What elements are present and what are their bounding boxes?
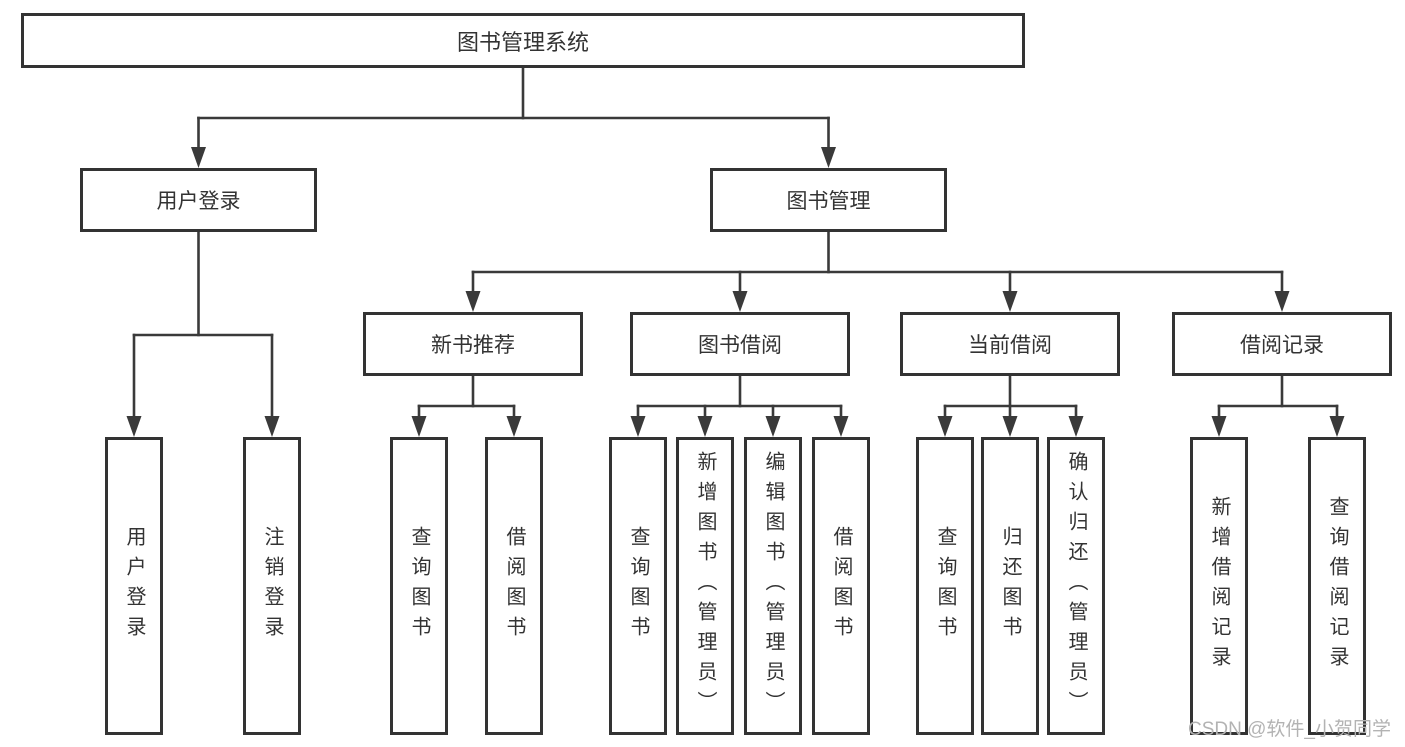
leaf-label: 查询图书 [408, 526, 430, 646]
leaf-query-books-recommend: 查询图书 [390, 437, 448, 735]
leaf-add-borrow-record: 新增借阅记录 [1190, 437, 1248, 735]
arrowheads-borrow-records-group [1211, 416, 1345, 437]
leaf-user-login: 用户登录 [105, 437, 163, 735]
arrowheads-level2 [191, 147, 836, 168]
leaf-label: 编辑图书（管理员） [762, 451, 784, 721]
arrowheads-user-login-leaves [126, 416, 280, 437]
leaf-query-books-current: 查询图书 [916, 437, 974, 735]
arrowheads-book-borrow-group [630, 416, 849, 437]
leaf-label: 查询借阅记录 [1326, 496, 1348, 676]
connector-borrow-records-group [1217, 374, 1339, 422]
leaf-label: 注销登录 [261, 526, 283, 646]
arrowheads-current-borrow-group [937, 416, 1084, 437]
node-book-borrowing: 图书借阅 [630, 312, 850, 376]
leaf-label: 新增借阅记录 [1208, 496, 1230, 676]
leaf-return-books: 归还图书 [981, 437, 1039, 735]
leaf-add-books-admin: 新增图书（管理员） [676, 437, 734, 735]
leaf-label: 用户登录 [123, 526, 145, 646]
node-book-management: 图书管理 [710, 168, 947, 232]
node-user-login: 用户登录 [80, 168, 317, 232]
watermark: CSDN @软件_小贺同学 [1188, 719, 1391, 740]
connector-user-login-to-leaves [132, 230, 274, 422]
leaf-query-borrow-record: 查询借阅记录 [1308, 437, 1366, 735]
connector-current-borrow-group [943, 374, 1078, 422]
node-current-borrowing: 当前借阅 [900, 312, 1120, 376]
connector-root-to-level2 [197, 66, 830, 152]
connector-book-mgmt-to-level3 [471, 230, 1284, 297]
leaf-edit-books-admin: 编辑图书（管理员） [744, 437, 802, 735]
leaf-label: 借阅图书 [503, 526, 525, 646]
leaf-label: 归还图书 [999, 526, 1021, 646]
node-new-book-recommendation: 新书推荐 [363, 312, 583, 376]
leaf-label: 查询图书 [627, 526, 649, 646]
leaf-label: 借阅图书 [830, 526, 852, 646]
leaf-label: 新增图书（管理员） [694, 451, 716, 721]
leaf-logout-login: 注销登录 [243, 437, 301, 735]
connector-book-borrow-group [636, 374, 843, 422]
arrowheads-level3 [465, 291, 1290, 312]
leaf-borrow-books-recommend: 借阅图书 [485, 437, 543, 735]
leaf-confirm-return-admin: 确认归还（管理员） [1047, 437, 1105, 735]
leaf-label: 确认归还（管理员） [1065, 451, 1087, 721]
leaf-label: 查询图书 [934, 526, 956, 646]
node-borrowing-records: 借阅记录 [1172, 312, 1392, 376]
leaf-borrow-books-borrowing: 借阅图书 [812, 437, 870, 735]
leaf-query-books-borrowing: 查询图书 [609, 437, 667, 735]
arrowheads-new-book-group [411, 416, 522, 437]
connector-new-book-group [417, 374, 516, 422]
node-library-system: 图书管理系统 [21, 13, 1025, 68]
